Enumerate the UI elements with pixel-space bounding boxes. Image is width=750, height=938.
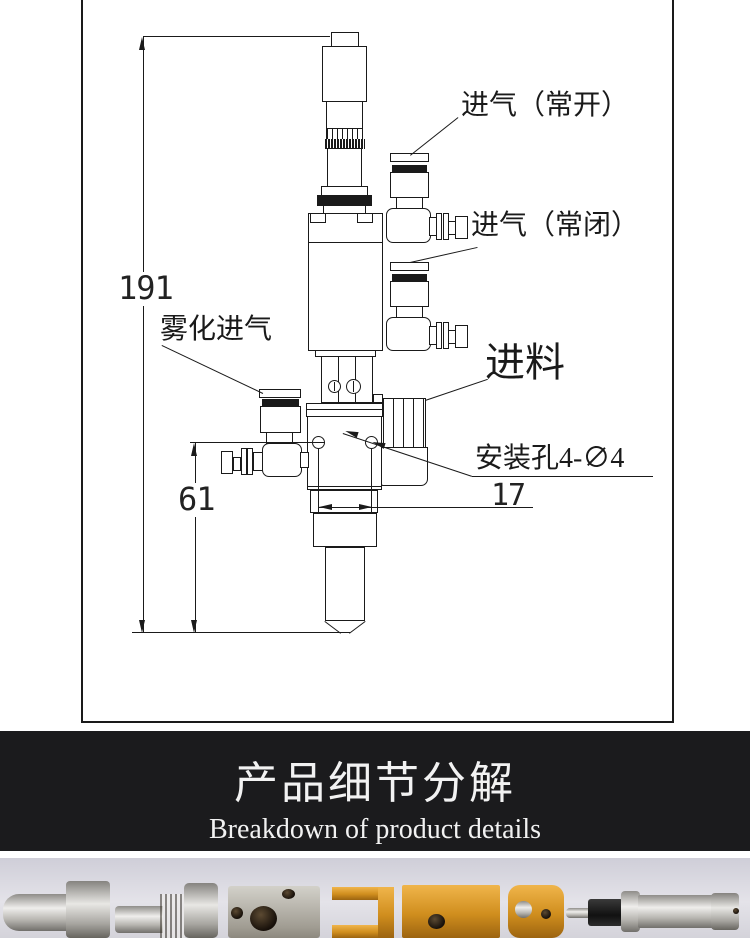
dim191-extension-top [143, 36, 330, 37]
micrometer-barrel [322, 46, 367, 102]
body-cylinder [308, 242, 383, 351]
dim61-line [195, 442, 196, 633]
body-cap-notch-left [310, 213, 326, 223]
fitting2-elbow [386, 317, 431, 351]
label-mounting-holes: 安装孔4-∅4 [475, 443, 625, 474]
fitting3-shaft [233, 457, 241, 471]
dim-bottom-extension [132, 632, 348, 633]
dim17-ext-right [371, 449, 372, 513]
body-plate-line [306, 409, 383, 410]
screw-block-divider-1 [338, 356, 339, 403]
part-block-hole-main [250, 906, 277, 931]
dim191-arrow-bottom [139, 620, 145, 633]
body-plate [306, 403, 383, 417]
fitting3-stub [253, 452, 263, 471]
dim17-line [319, 507, 533, 508]
micrometer-thimble [326, 101, 363, 129]
part-gold-flange-hub [515, 901, 532, 918]
drawing-sheet: 191 61 17 进气（常开） 进气（常闭） 雾化进气 进料 安装孔4-∅4 [81, 0, 674, 723]
dim191-line [143, 36, 144, 633]
micrometer-sleeve [327, 148, 362, 187]
part-micrometer-barrel [638, 895, 714, 928]
fitting1-flange-a [436, 213, 442, 240]
fitting2-ring [392, 274, 427, 281]
drawing-border [81, 0, 674, 723]
block-bottom-strip [307, 486, 382, 490]
dim61-arrow-bottom [191, 620, 197, 633]
nozzle-holder [313, 513, 377, 547]
part-gold-bracket-side [378, 887, 394, 938]
part-gold-bracket-bottom [332, 925, 392, 938]
fitting2-cap [390, 262, 429, 271]
feed-port-base [381, 447, 428, 486]
label-atomizing-air: 雾化进气 [160, 314, 273, 345]
dim17-arrow-left [319, 504, 332, 510]
part-gold-bracket-top [332, 887, 392, 900]
fitting3-knob [221, 451, 233, 474]
body-cap-notch-right [357, 213, 373, 223]
dim17-arrow-right [359, 504, 372, 510]
nozzle-body [325, 547, 365, 621]
part-micrometer-collar [588, 899, 623, 926]
fitting1-body [390, 172, 429, 198]
part-bushing-ring [184, 883, 218, 938]
label-feed: 进料 [485, 340, 565, 385]
fitting3-elbow [262, 443, 302, 477]
fitting2-knob [455, 325, 468, 348]
screw-left-slot [334, 382, 335, 391]
fitting2-body [390, 281, 429, 307]
part-bushing-stem [115, 906, 163, 933]
banner-subtitle-en: Breakdown of product details [208, 814, 542, 845]
terminal-tab [373, 394, 383, 403]
part-gold-flange-hole [541, 909, 551, 919]
dim191-arrow-top [139, 37, 145, 50]
fitting1-ring [392, 165, 427, 172]
part-block-hole-top [282, 889, 295, 899]
dim191-value: 191 [116, 269, 175, 307]
fitting1-cap [390, 153, 429, 162]
fitting3-flange-b [241, 448, 247, 475]
fitting2-flange-a [436, 322, 442, 349]
part-nozzle-cap [66, 881, 110, 938]
fitting1-elbow [386, 208, 431, 243]
label-air-open: 进气（常开） [461, 90, 630, 121]
fitting3-cap [259, 389, 301, 398]
dim61-arrow-top [191, 443, 197, 456]
fitting3-ring [262, 399, 299, 406]
fitting1-knob [455, 216, 468, 239]
feed-port-threaded [383, 398, 426, 448]
fitting3-nipple [300, 452, 309, 468]
dim61-value: 61 [176, 480, 217, 518]
dim17-ext-left [318, 449, 319, 513]
parts-photo [0, 858, 750, 938]
part-bushing-thread [160, 894, 185, 938]
fitting3-body [260, 406, 301, 433]
micrometer-knurl-band [324, 139, 365, 149]
dim61-extension-top [190, 442, 325, 443]
mounting-holes-underline [472, 476, 653, 477]
part-micrometer-end-dot [733, 908, 739, 914]
part-micrometer-pin [566, 908, 590, 918]
part-gold-block [402, 885, 500, 938]
screw-right-slot [353, 381, 354, 392]
part-micrometer-flange [621, 891, 640, 932]
micrometer-top-cap [331, 32, 359, 47]
part-nozzle-rod [3, 894, 69, 931]
section-banner: 产品细节分解 Breakdown of product details [0, 731, 750, 851]
banner-title-zh: 产品细节分解 [234, 759, 516, 808]
label-air-closed: 进气（常闭） [471, 210, 640, 241]
part-block-hole-side [231, 907, 243, 919]
screw-block [321, 356, 373, 403]
fitting3-flange-a [247, 448, 253, 475]
dim17-value: 17 [491, 478, 526, 513]
locking-collar [317, 195, 372, 206]
part-gold-block-hole [428, 914, 445, 929]
